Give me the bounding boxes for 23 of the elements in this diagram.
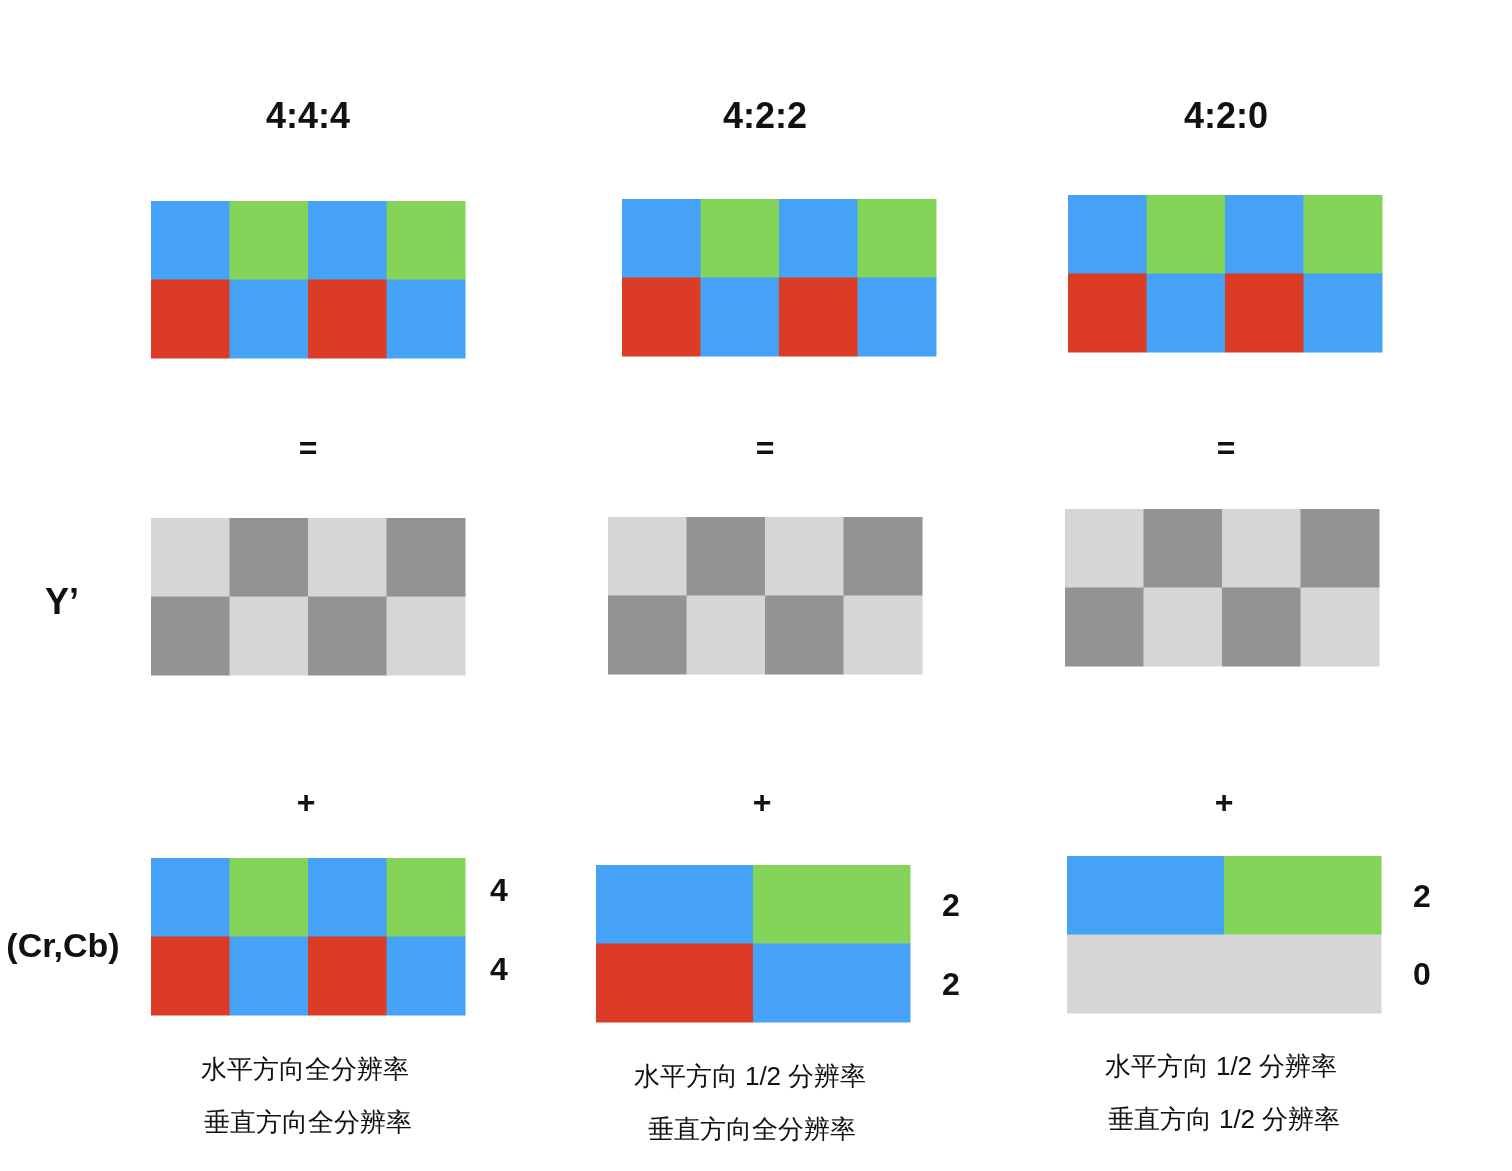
plus-sign: + xyxy=(752,783,772,821)
equals-sign: = xyxy=(755,429,775,467)
sample-count: 4 xyxy=(490,950,508,988)
sample-count: 0 xyxy=(1413,955,1431,993)
resolution-note: 水平方向全分辨率 xyxy=(201,1052,409,1086)
resolution-note: 垂直方向全分辨率 xyxy=(648,1112,856,1146)
resolution-note: 垂直方向 1/2 分辨率 xyxy=(1107,1102,1341,1136)
sample-count: 4 xyxy=(490,871,508,909)
resolution-note: 水平方向 1/2 分辨率 xyxy=(633,1059,867,1093)
sample-count: 2 xyxy=(1413,877,1431,915)
row-label: Y’ xyxy=(45,581,79,623)
ratio-heading: 4:2:0 xyxy=(1184,95,1268,137)
plus-sign: + xyxy=(1214,783,1234,821)
plus-sign: + xyxy=(296,783,316,821)
resolution-note: 垂直方向全分辨率 xyxy=(204,1105,412,1139)
row-label: (Cr,Cb) xyxy=(6,925,120,965)
ratio-heading: 4:4:4 xyxy=(266,95,350,137)
sample-count: 2 xyxy=(942,965,960,1003)
resolution-note: 水平方向 1/2 分辨率 xyxy=(1104,1049,1338,1083)
sample-count: 2 xyxy=(942,886,960,924)
equals-sign: = xyxy=(1216,429,1236,467)
ratio-heading: 4:2:2 xyxy=(723,95,807,137)
equals-sign: = xyxy=(298,429,318,467)
